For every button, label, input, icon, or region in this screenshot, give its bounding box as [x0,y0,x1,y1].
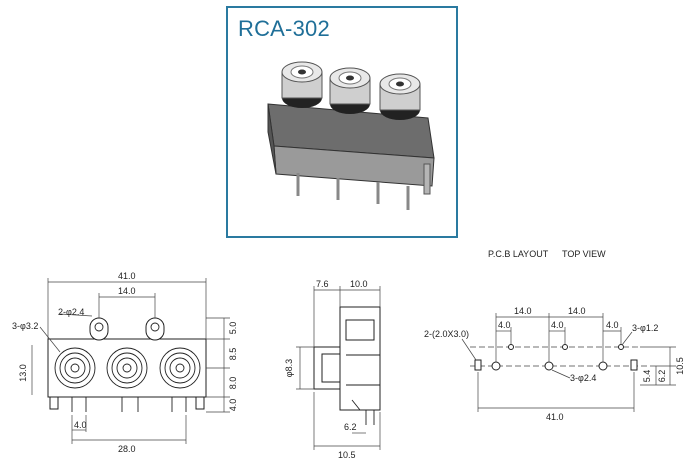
front-width-41: 41.0 [118,271,136,281]
pcb-height-6-2: 6.2 [657,370,667,383]
front-jack-2 [106,347,148,389]
pcb-width-41: 41.0 [546,412,564,422]
jack-3 [379,73,421,120]
jack-1 [281,61,323,108]
pcb-offset-4-b: 4.0 [551,320,564,330]
pcb-offset-4-a: 4.0 [498,320,511,330]
pcb-slot-size: 2-(2.0X3.0) [424,329,469,339]
top-view-label: TOP VIEW [562,249,606,259]
front-height-13: 13.0 [18,364,28,382]
pcb-height-5-4: 5.4 [642,370,652,383]
front-width-14: 14.0 [118,286,136,296]
front-height-4: 4.0 [228,399,238,412]
pcb-width-14-a: 14.0 [514,306,532,316]
pcb-height-10-5: 10.5 [675,357,685,375]
front-height-8: 8.0 [228,377,238,390]
rca-jack-illustration [267,61,435,210]
pcb-small-hole-dia: 3-φ1.2 [632,323,658,333]
side-view [296,286,381,450]
front-tab-hole-dia: 2-φ2.4 [58,307,84,317]
side-width-7-6: 7.6 [316,279,329,289]
front-view [31,278,230,444]
pcb-width-14-b: 14.0 [568,306,586,316]
pcb-layout [461,313,676,412]
front-height-8-5: 8.5 [228,348,238,361]
jack-2 [329,67,371,114]
pcb-offset-4-c: 4.0 [606,320,619,330]
front-pin-spacing-4: 4.0 [74,420,87,430]
side-width-10: 10.0 [350,279,368,289]
product-photo-frame: RCA-302 [226,6,458,238]
side-width-6-2: 6.2 [344,422,357,432]
front-height-5: 5.0 [228,322,238,335]
front-jack-1 [54,347,96,389]
front-jack-3 [159,347,201,389]
front-jack-dia: 3-φ3.2 [12,321,38,331]
side-width-10-5: 10.5 [338,450,356,460]
pcb-layout-label: P.C.B LAYOUT [488,249,549,259]
pcb-large-hole-dia: 3-φ2.4 [570,373,596,383]
front-pin-span-28: 28.0 [118,444,136,454]
side-dia-8-3: φ8.3 [284,359,294,377]
product-title: RCA-302 [238,16,330,41]
